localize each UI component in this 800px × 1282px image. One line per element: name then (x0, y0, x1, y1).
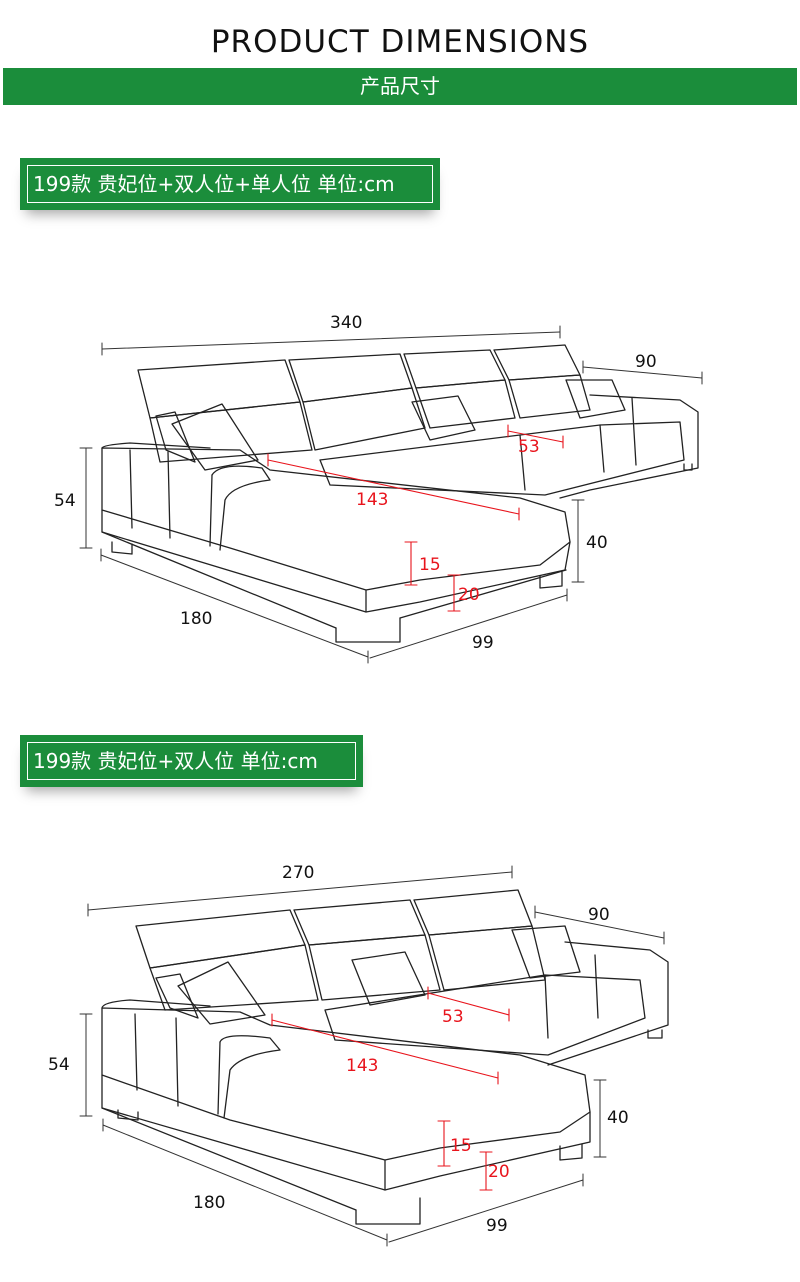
section-2-tag: 199款 贵妃位+双人位 单位:cm (20, 735, 363, 787)
dim-chaise-depth: 180 (193, 1193, 225, 1213)
rear-sofa-body (324, 941, 669, 1066)
dim-base: 20 (458, 585, 480, 605)
red-dimension-lines (267, 424, 564, 612)
sofa-diagram-2: 270 90 53 143 54 40 15 20 180 99 (48, 863, 669, 1247)
red-dimension-lines (271, 986, 510, 1191)
dim-chaise-length: 143 (356, 490, 388, 510)
section-2-label: 199款 贵妃位+双人位 单位:cm (27, 742, 356, 780)
dim-cushion: 15 (450, 1136, 472, 1156)
dimension-lines (79, 325, 703, 664)
dim-seat-depth: 53 (442, 1007, 464, 1027)
chaise-body (101, 442, 571, 643)
dim-chaise-width: 99 (486, 1216, 508, 1236)
dim-chaise-length: 143 (346, 1056, 378, 1076)
section-1-tag: 199款 贵妃位+双人位+单人位 单位:cm (20, 158, 440, 210)
dim-back-height: 54 (54, 491, 76, 511)
throw-pillows (155, 379, 626, 471)
dim-depth: 90 (635, 352, 657, 372)
dim-depth: 90 (588, 905, 610, 925)
sofa-diagram-1: 340 90 53 143 54 40 15 20 180 99 (54, 313, 703, 664)
dimension-lines (79, 865, 665, 1247)
section-1-label: 199款 贵妃位+双人位+单人位 单位:cm (27, 165, 433, 203)
header-band: 产品尺寸 (3, 68, 797, 105)
chaise-body (101, 999, 591, 1225)
dim-seat-height: 40 (607, 1108, 629, 1128)
throw-pillows (155, 925, 581, 1025)
dim-chaise-depth: 180 (180, 609, 212, 629)
dim-chaise-width: 99 (472, 633, 494, 653)
dim-cushion: 15 (419, 555, 441, 575)
page-title: PRODUCT DIMENSIONS (210, 24, 590, 60)
dim-back-height: 54 (48, 1055, 70, 1075)
dim-seat-height: 40 (586, 533, 608, 553)
dim-total-width: 270 (282, 863, 314, 883)
dim-seat-depth: 53 (518, 437, 540, 457)
dim-total-width: 340 (330, 313, 362, 333)
dim-base: 20 (488, 1162, 510, 1182)
rear-sofa-body (319, 394, 699, 499)
back-cushions (135, 889, 546, 1011)
